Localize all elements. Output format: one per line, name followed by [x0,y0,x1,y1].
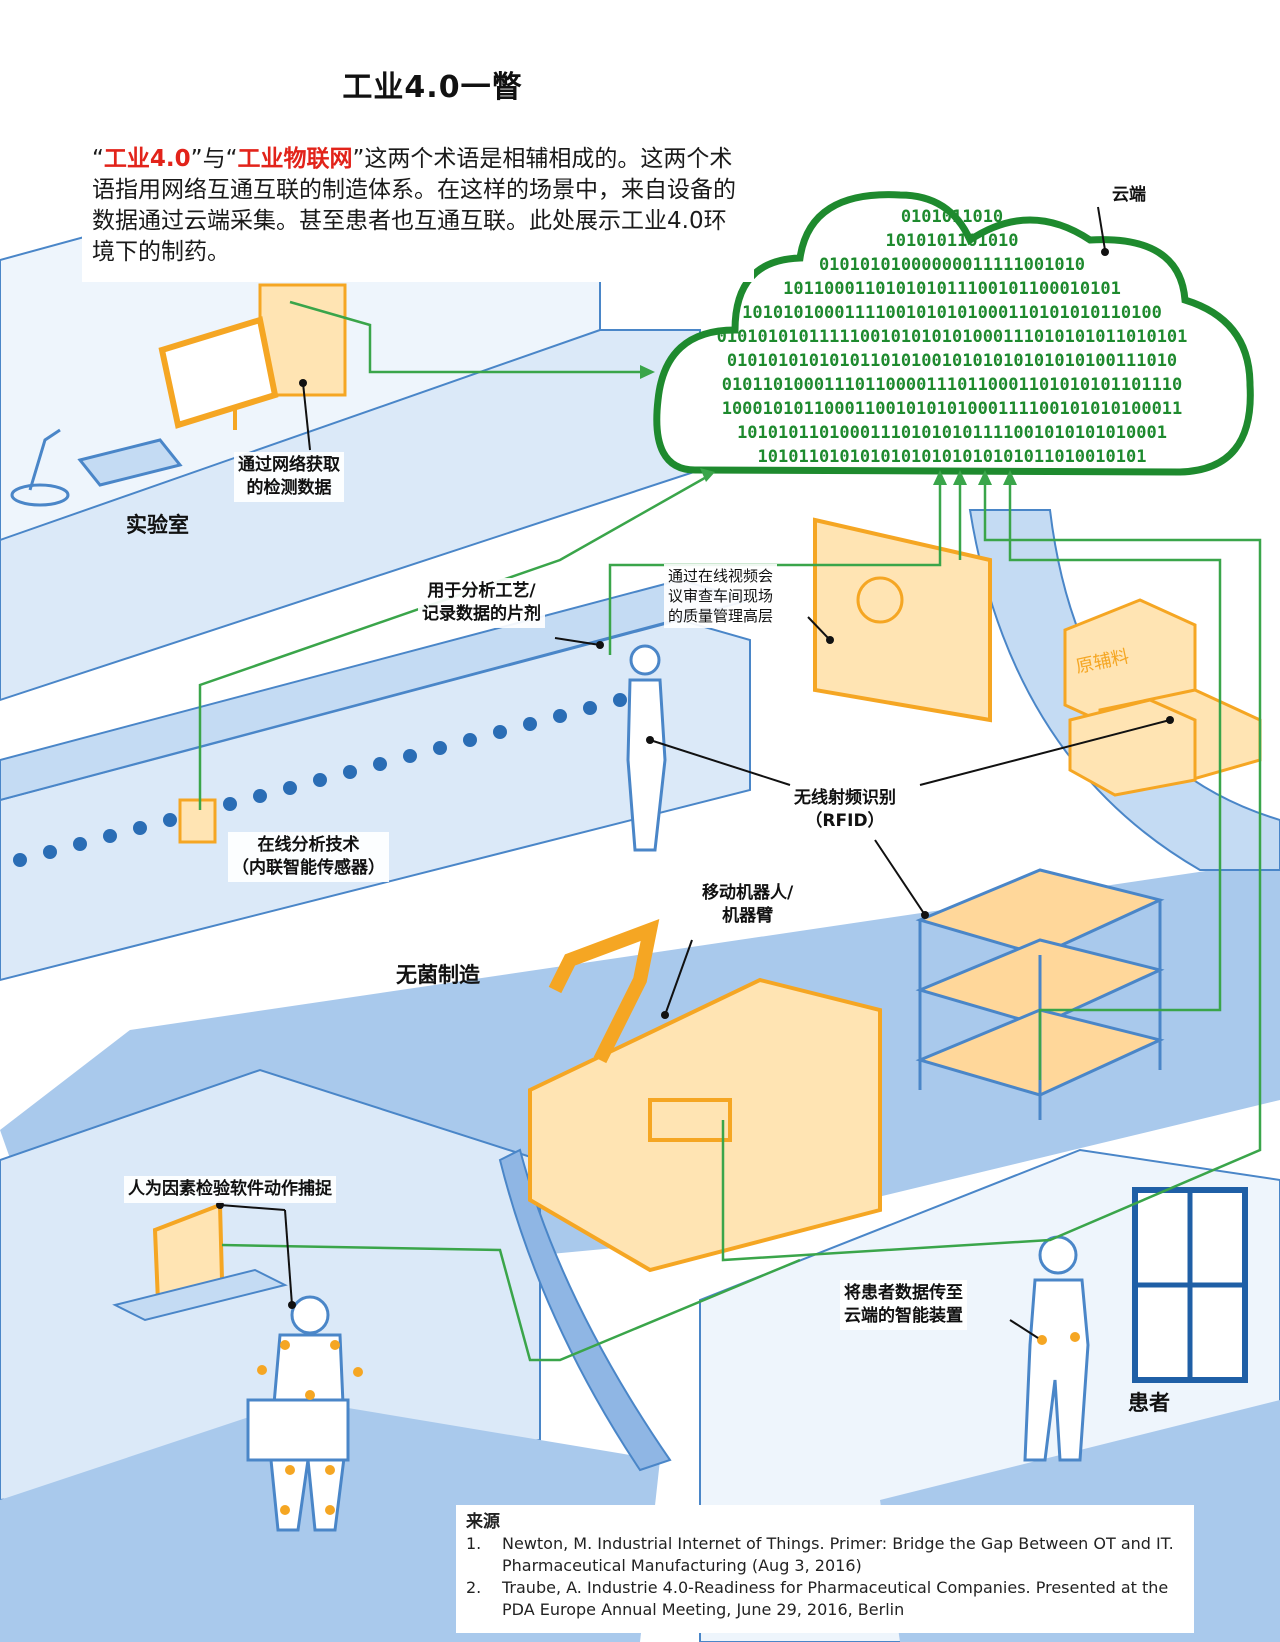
cloud-binary-row: 1010101000111100101010100011010101011010… [742,303,1162,323]
cloud-binary-row: 10101101010101010101010101011010010101 [758,447,1147,467]
source-ref-1-text: Newton, M. Industrial Internet of Things… [502,1534,1174,1575]
label-tablet-line1: 用于分析工艺/ [427,581,536,601]
label-cloud: 云端 [1108,182,1150,209]
label-rfid-line1: 无线射频识别 [794,788,896,808]
label-smart-device-line2: 云端的智能装置 [844,1306,963,1326]
cloud-shape [653,191,1254,476]
intro-open-quote: “ [92,146,104,172]
label-lab-data-line1: 通过网络获取 [238,455,340,475]
label-video: 通过在线视频会 议审查车间现场 的质量管理高层 [664,564,778,628]
label-lab: 实验室 [126,513,189,537]
pointer-lines [219,206,1171,1339]
label-motion-capture: 人为因素检验软件动作捕捉 [124,1176,336,1203]
patient-figure [1023,1235,1090,1462]
label-robot: 移动机器人/ 机器臂 [698,880,798,930]
sample-tray [77,438,183,487]
source-ref-2-text: Traube, A. Industrie 4.0-Readiness for P… [502,1578,1169,1619]
label-rfid-line2: （RFID） [805,811,885,831]
motion-capture-monitor [112,1202,288,1322]
motion-capture-figure [246,1295,350,1532]
smart-device-marker [1037,1335,1047,1345]
intro-text: “工业4.0”与“工业物联网”这两个术语是相辅相成的。这两个术语指用网络互通互联… [82,140,754,282]
source-ref-1: 1. Newton, M. Industrial Internet of Thi… [466,1533,1184,1577]
cloud-binary-row: 1010101101010 [885,231,1018,251]
term-iiot: 工业物联网 [237,146,353,172]
motion-markers [257,1340,363,1515]
cloud-binary-row: 0101101000111011000011101100011010101011… [722,375,1183,395]
microscope [10,428,70,507]
label-rfid: 无线射频识别 （RFID） [790,785,900,835]
label-smart-device-line1: 将患者数据传至 [844,1283,963,1303]
sources-heading: 来源 [466,1512,500,1532]
intro-connector: ”与“ [190,146,238,172]
label-smart-device: 将患者数据传至 云端的智能装置 [840,1280,967,1330]
cloud-binary-row: 0101010101111100101010101000111010101011… [717,327,1188,347]
cloud-binary-row: 0101010101010110101001010101010101010011… [727,351,1177,371]
patient-room-window [1132,1187,1248,1383]
source-ref-1-num: 1. [466,1534,482,1553]
label-tablet-line2: 记录数据的片剂 [422,604,541,624]
smart-device-marker-2 [1070,1332,1080,1342]
robot-arm [528,919,882,1273]
cloud-binary-text: 0101011010 1010101101010 01010101000000011… [717,207,1188,467]
label-aseptic: 无菌制造 [396,963,480,987]
label-lab-data: 通过网络获取 的检测数据 [234,452,344,502]
label-inline-line2: （内联智能传感器） [232,858,385,878]
label-tablet: 用于分析工艺/ 记录数据的片剂 [418,578,545,628]
video-monitor [813,517,992,723]
label-lab-data-line2: 的检测数据 [246,478,332,498]
inline-sensor [178,798,217,844]
source-ref-2: 2. Traube, A. Industrie 4.0-Readiness fo… [466,1577,1184,1621]
cloud-binary-row: 01010101000000011111001010 [819,255,1085,275]
label-inline: 在线分析技术 （内联智能传感器） [228,832,389,882]
raw-material-boxes [1063,598,1262,797]
intro-body: ”这两个术语是相辅相成的。这两个术语指用网络互通互联的制造体系。在这样的场景中，… [92,146,736,265]
label-video-line1: 通过在线视频会 [668,567,774,585]
label-video-line2: 议审查车间现场 [668,587,774,605]
pointer-dots [216,248,1174,1309]
label-video-line3: 的质量管理高层 [668,607,774,625]
upload-arrows [640,365,1017,485]
cloud-binary-row: 0101011010 [901,207,1003,227]
worker-figure [626,644,667,852]
source-ref-2-num: 2. [466,1578,482,1597]
cloud-binary-row: 101100011010101011100101100010101 [783,279,1121,299]
term-industry40: 工业4.0 [103,146,191,172]
label-robot-line1: 移动机器人/ [702,883,794,903]
sources-box: 来源 1. Newton, M. Industrial Internet of … [456,1505,1194,1633]
cloud-binary-row: 1010101101000111010101011110010101010100… [737,423,1167,443]
lab-computer [158,283,347,430]
cloud-binary-row: 1000101011000110010101010001111001010101… [722,399,1183,419]
page-title: 工业4.0一瞥 [342,70,523,105]
data-links [198,300,1262,1362]
motion-room-arch [498,1148,672,1472]
label-patient: 患者 [1128,1391,1170,1415]
label-inline-line1: 在线分析技术 [257,835,360,855]
label-robot-line2: 机器臂 [722,906,774,926]
